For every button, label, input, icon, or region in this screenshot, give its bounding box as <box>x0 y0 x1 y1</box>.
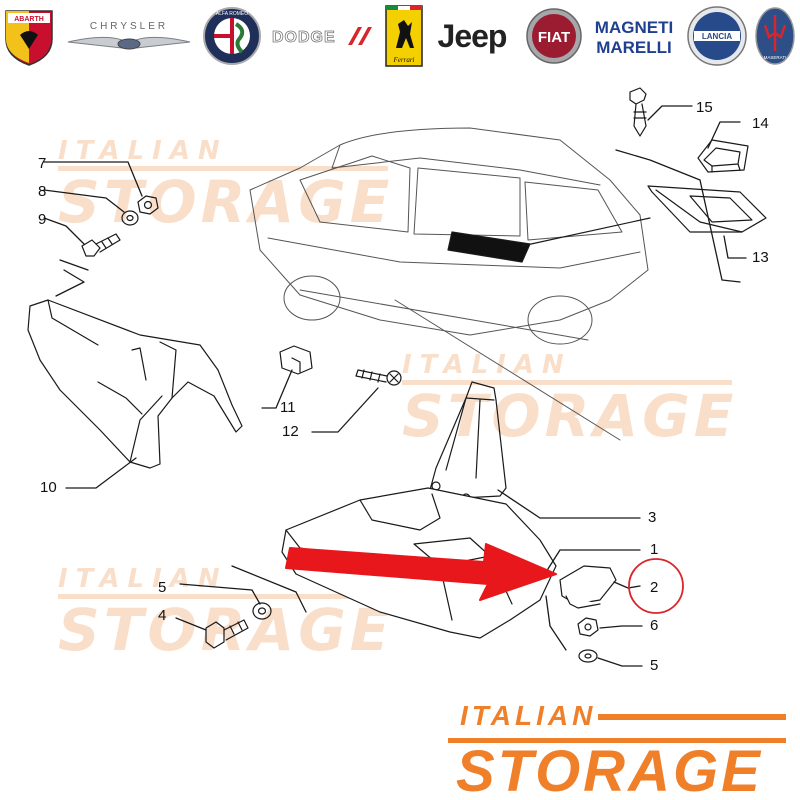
logo-bar-top <box>598 714 786 720</box>
alfa-romeo-logo-icon: ALFA ROMEO <box>200 4 264 68</box>
svg-text:LANCIA: LANCIA <box>702 32 732 41</box>
svg-text:MARELLI: MARELLI <box>596 38 672 57</box>
callout-14: 14 <box>752 115 769 132</box>
callout-2: 2 <box>650 579 658 596</box>
magneti-marelli-logo-icon: MAGNETI MARELLI <box>588 4 680 68</box>
ferrari-logo-icon: Ferrari <box>382 4 426 68</box>
part-4-bolt <box>205 619 249 649</box>
callout-12: 12 <box>282 423 299 440</box>
svg-text:MAGNETI: MAGNETI <box>595 18 673 37</box>
highlight-circle <box>628 558 684 614</box>
abarth-logo-icon: ABARTH <box>0 4 58 68</box>
callout-1: 1 <box>650 541 658 558</box>
dodge-logo-icon: DODGE <box>268 4 376 68</box>
part-13-tray <box>647 185 767 233</box>
callout-10: 10 <box>40 479 57 496</box>
italian-storage-logo: ITALIAN STORAGE <box>448 700 788 800</box>
part-14-bracket <box>697 139 749 173</box>
callout-numbers: 15 14 13 7 8 9 10 11 12 3 1 2 6 5 5 4 <box>38 99 769 674</box>
part-6-nut <box>577 617 599 637</box>
logo-bar-middle <box>448 738 786 743</box>
highlight-arrow <box>285 543 557 601</box>
watermark-center-right: ITALIAN STORAGE <box>402 350 738 450</box>
svg-text:MASERATI: MASERATI <box>764 55 787 60</box>
console-location-marker <box>447 231 531 263</box>
callout-8: 8 <box>38 183 46 200</box>
svg-text:DODGE: DODGE <box>272 29 336 46</box>
callout-9: 9 <box>38 211 46 228</box>
part-15-push-pin <box>629 87 647 137</box>
part-5-washer-left <box>252 602 272 620</box>
part-2-cover-cap <box>559 565 617 609</box>
callout-7: 7 <box>38 155 46 172</box>
part-11-clip <box>279 345 313 375</box>
svg-text:FIAT: FIAT <box>538 29 570 46</box>
callout-4: 4 <box>158 607 166 624</box>
part-5-washer-right <box>578 649 598 663</box>
part-9-bolt <box>81 233 121 257</box>
jeep-logo-icon: Jeep <box>437 17 508 54</box>
svg-text:ABARTH: ABARTH <box>14 16 44 23</box>
chrysler-logo-icon: CHRYSLER <box>62 4 196 68</box>
svg-text:CHRYSLER: CHRYSLER <box>90 21 168 32</box>
maserati-logo-icon: MASERATI <box>752 4 798 68</box>
svg-text:Ferrari: Ferrari <box>393 56 415 64</box>
watermark-top-left: ITALIAN STORAGE <box>58 136 394 236</box>
callout-6: 6 <box>650 617 658 634</box>
callout-11: 11 <box>280 399 296 416</box>
part-12-screw <box>355 369 402 386</box>
callout-5-left: 5 <box>158 579 166 596</box>
callout-15: 15 <box>696 99 713 116</box>
part-8-washer <box>121 210 139 226</box>
callout-13: 13 <box>752 249 769 266</box>
svg-text:ALFA ROMEO: ALFA ROMEO <box>216 11 248 17</box>
part-3-gear-boot <box>429 381 507 503</box>
part-10-cover <box>27 299 243 469</box>
part-7-nut <box>137 195 159 215</box>
callout-3: 3 <box>648 509 656 526</box>
fiat-logo-icon: FIAT <box>524 4 584 68</box>
callout-5-right: 5 <box>650 657 658 674</box>
lancia-logo-icon: LANCIA <box>684 4 750 68</box>
car-body-silhouette <box>249 127 649 441</box>
leader-lines <box>43 105 747 667</box>
brand-logo-bar: ABARTH CHRYSLER ALFA ROMEO DODGE <box>0 0 800 72</box>
